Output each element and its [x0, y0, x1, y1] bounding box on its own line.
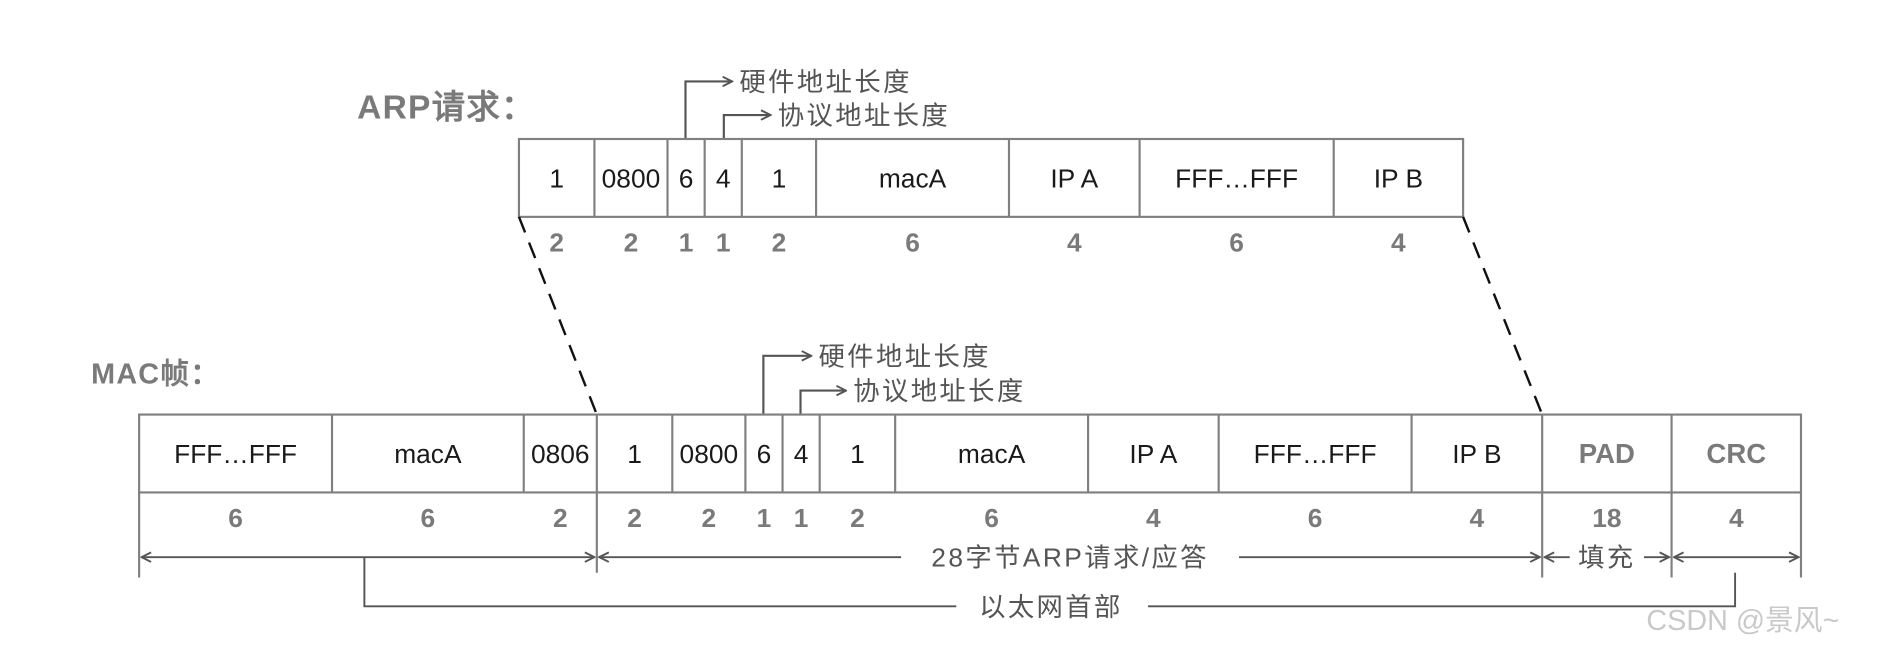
arp-size-hardware-address-length: 1	[679, 228, 694, 258]
left-mapping-dashed-line	[517, 216, 598, 416]
mac-size-sender-mac: 6	[984, 503, 999, 533]
arp-field-hardware-type: 1	[549, 164, 564, 194]
arp-payload-span: 28字节ARP请求/应答	[599, 543, 1540, 573]
arp-size-sender-mac: 6	[905, 228, 920, 258]
arp-size-target-ip: 4	[1391, 228, 1406, 258]
mac-size-destination-mac: 6	[228, 503, 243, 533]
arp-proto-len-label: 协议地址长度	[778, 101, 950, 131]
arp-proto-len-annotation: 协议地址长度	[722, 101, 950, 139]
arp-field-sender-mac: macA	[879, 164, 947, 194]
mac-hw-len-label: 硬件地址长度	[818, 341, 990, 371]
mac-field-target-ip: IP B	[1452, 439, 1501, 469]
mac-field-crc: CRC	[1706, 438, 1766, 469]
arp-payload-span-label: 28字节ARP请求/应答	[931, 543, 1209, 573]
watermark: CSDN @景风~	[1646, 605, 1839, 637]
arp-row-border	[517, 137, 1465, 218]
arp-size-hardware-type: 2	[549, 228, 564, 258]
mac-size-opcode: 2	[850, 503, 865, 533]
arp-field-target-ip: IP B	[1374, 164, 1423, 194]
arp-field-hardware-address-length: 6	[679, 164, 694, 194]
mac-size-crc: 4	[1729, 503, 1744, 533]
right-mapping-dashed-line	[1461, 216, 1544, 416]
mac-hw-len-pointer	[762, 356, 811, 415]
mac-field-sender-ip: IP A	[1129, 439, 1177, 469]
mac-size-sender-ip: 4	[1146, 503, 1161, 533]
mac-frame-title: MAC帧：	[91, 358, 220, 390]
arp-proto-len-pointer	[722, 115, 771, 139]
ethernet-header-bracket-right	[1147, 572, 1737, 608]
mac-size-hardware-type: 2	[627, 503, 642, 533]
mac-field-source-mac: macA	[394, 439, 462, 469]
padding-span: 填充	[1545, 543, 1670, 573]
mac-proto-len-pointer	[799, 391, 847, 415]
arp-size-sender-ip: 4	[1067, 228, 1082, 258]
mac-size-protocol-address-length: 1	[794, 503, 809, 533]
mac-field-hardware-type: 1	[627, 439, 642, 469]
mac-row-border	[138, 413, 1803, 494]
mac-size-source-mac: 6	[421, 503, 436, 533]
mac-span-guides	[138, 492, 1803, 578]
arp-request-title: ARP请求：	[357, 89, 536, 127]
arp-size-opcode: 2	[772, 228, 787, 258]
mac-size-target-ip: 4	[1470, 503, 1485, 533]
mac-field-hardware-address-length: 6	[757, 439, 772, 469]
mac-field-opcode: 1	[850, 439, 865, 469]
arp-hw-len-annotation: 硬件地址长度	[684, 67, 911, 139]
mac-field-protocol-address-length: 4	[794, 439, 809, 469]
arp-field-opcode: 1	[772, 164, 787, 194]
mac-size-target-mac: 6	[1308, 503, 1323, 533]
arp-size-target-mac: 6	[1229, 228, 1244, 258]
mac-proto-len-annotation: 协议地址长度	[799, 376, 1025, 415]
arp-field-sender-ip: IP A	[1050, 164, 1098, 194]
ethernet-header-label: 以太网首部	[979, 592, 1123, 622]
arp-hw-len-pointer	[684, 81, 732, 139]
mac-field-target-mac: FFF…FFF	[1254, 439, 1377, 469]
arp-field-protocol-type: 0800	[602, 164, 661, 194]
mac-field-destination-mac: FFF…FFF	[174, 439, 297, 469]
mac-field-sender-mac: macA	[958, 439, 1026, 469]
arp-size-protocol-type: 2	[624, 228, 639, 258]
arp-field-protocol-address-length: 4	[716, 164, 731, 194]
mac-field-pad: PAD	[1579, 438, 1635, 469]
mac-field-protocol-type: 0800	[680, 439, 739, 469]
padding-span-label: 填充	[1578, 543, 1635, 573]
mac-field-ether-type: 0806	[531, 439, 590, 469]
ethernet-header-bracket: 以太网首部	[363, 557, 1737, 622]
arp-field-target-mac: FFF…FFF	[1175, 164, 1298, 194]
mac-proto-len-label: 协议地址长度	[853, 376, 1025, 406]
mac-size-ether-type: 2	[553, 503, 568, 533]
mac-size-pad: 18	[1592, 503, 1621, 533]
mac-size-hardware-address-length: 1	[757, 503, 772, 533]
mac-size-protocol-type: 2	[702, 503, 717, 533]
mac-hw-len-annotation: 硬件地址长度	[762, 341, 990, 415]
arp-hw-len-label: 硬件地址长度	[739, 67, 911, 97]
ethernet-header-bracket-left	[363, 557, 957, 608]
arp-size-protocol-address-length: 1	[716, 228, 731, 258]
